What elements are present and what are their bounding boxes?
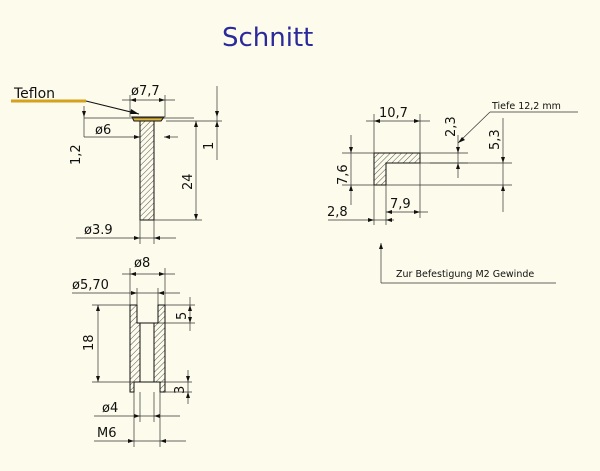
drawing-title: Schnitt: [222, 23, 313, 53]
dim-d4: ø4: [102, 401, 118, 416]
angle-profile: [373, 152, 421, 186]
pin-shank: [139, 120, 155, 221]
pin-part: Teflon ø7,7 ø6 1,2 1 24: [11, 84, 222, 244]
dim-7-9: 7,9: [390, 197, 411, 212]
dim-5: 5: [175, 312, 190, 320]
bushing-left-wall: [129, 304, 141, 393]
teflon-label: Teflon: [13, 86, 55, 102]
dim-1: 1: [202, 142, 217, 150]
dim-1-2: 1,2: [69, 144, 84, 165]
dim-m6: M6: [97, 426, 117, 441]
bushing-part: ø8 ø5,70 18 5 3 ø4: [72, 256, 195, 447]
befestigung-label: Zur Befestigung M2 Gewinde: [396, 269, 534, 280]
dim-2-3: 2,3: [444, 116, 459, 137]
dim-2-8: 2,8: [327, 205, 348, 220]
dim-18: 18: [82, 334, 97, 351]
dim-d3-9: ø3.9: [84, 223, 113, 238]
dim-3: 3: [173, 386, 188, 394]
dim-10-7: 10,7: [379, 106, 408, 121]
bushing-right-wall: [153, 304, 166, 393]
dim-5-3: 5,3: [488, 129, 503, 150]
tiefe-label: Tiefe 12,2 mm: [491, 101, 561, 112]
angle-part: 10,7 2,3 Tiefe 12,2 mm 5,3 7,6 2,8: [327, 101, 578, 284]
dim-24: 24: [181, 173, 196, 190]
dim-d6: ø6: [95, 123, 111, 138]
teflon-leader-arrow: [130, 109, 139, 114]
dim-d8: ø8: [134, 256, 150, 271]
dim-d7-7: ø7,7: [131, 84, 160, 99]
dim-7-6: 7,6: [336, 164, 351, 185]
dim-d5-70: ø5,70: [72, 278, 109, 293]
teflon-head: [131, 116, 165, 122]
